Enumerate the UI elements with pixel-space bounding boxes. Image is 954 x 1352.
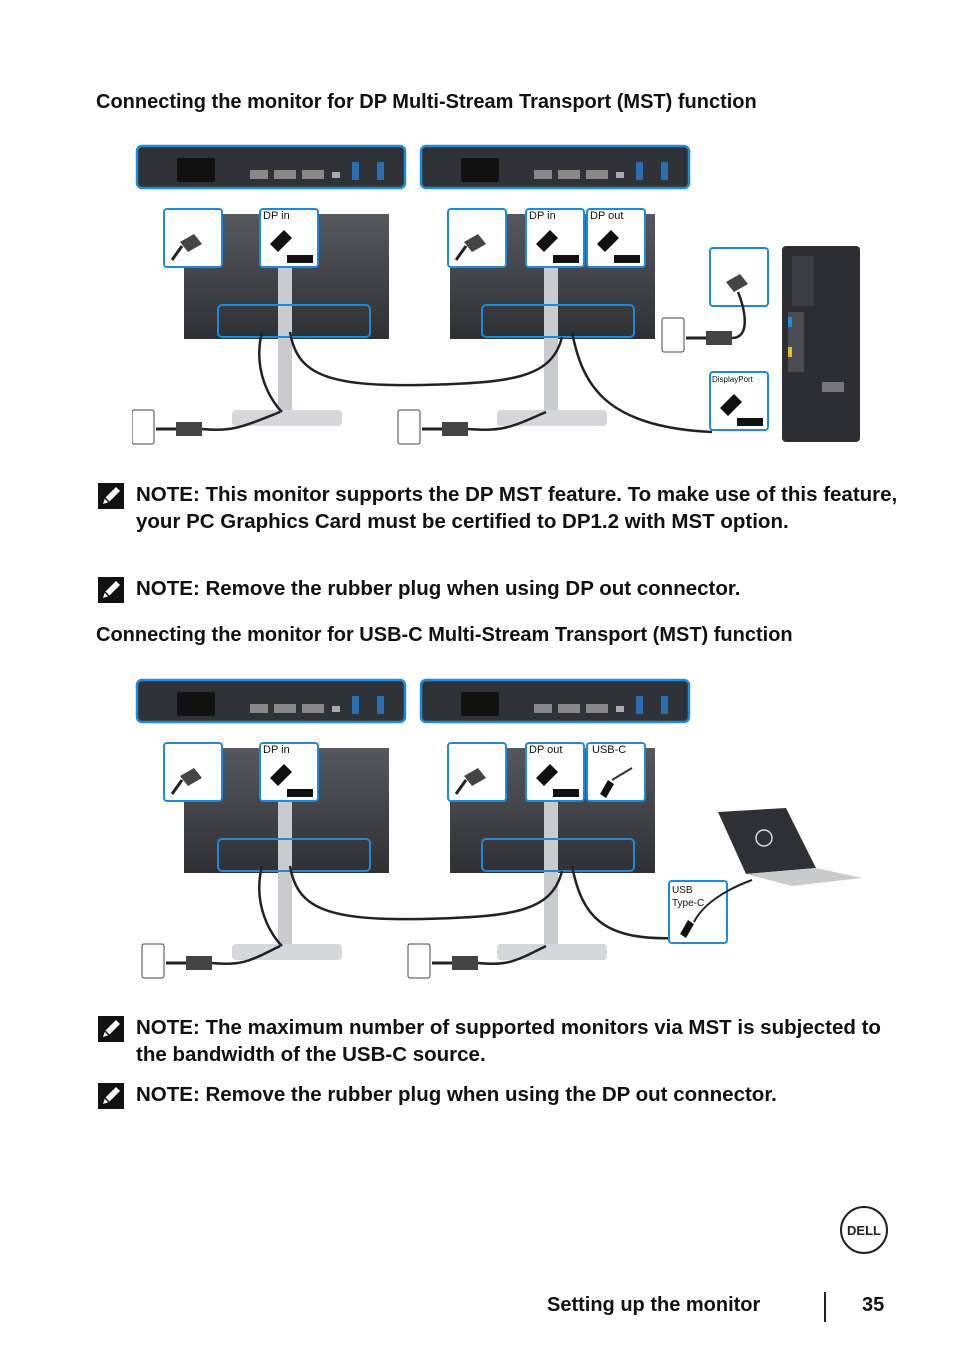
note-text: NOTE: This monitor supports the DP MST f… bbox=[136, 483, 898, 533]
footer-divider bbox=[824, 1292, 826, 1322]
dell-logo-icon: DELL bbox=[840, 1206, 888, 1254]
label-type-c: Type-C bbox=[672, 898, 704, 909]
io-strip-2 bbox=[419, 144, 691, 190]
dp-mst-diagram: DP in DP in DP out DisplayPort bbox=[132, 144, 860, 445]
pencil-note-icon bbox=[98, 577, 124, 603]
pc-tower bbox=[782, 246, 860, 442]
logo-text: DELL bbox=[847, 1223, 881, 1238]
note-rubber-plug-2: NOTE: Remove the rubber plug when using … bbox=[98, 1081, 898, 1109]
note-dp-mst-support: NOTE: This monitor supports the DP MST f… bbox=[98, 481, 898, 535]
label-dp-in: DP in bbox=[263, 744, 290, 756]
note-text: NOTE: Remove the rubber plug when using … bbox=[136, 577, 741, 600]
label-dp-out: DP out bbox=[590, 210, 623, 222]
footer-section-title: Setting up the monitor bbox=[547, 1294, 761, 1316]
io-strip-1 bbox=[135, 144, 407, 190]
note-text: NOTE: Remove the rubber plug when using … bbox=[136, 1083, 777, 1106]
note-text: NOTE: The maximum number of supported mo… bbox=[136, 1016, 881, 1066]
label-displayport: DisplayPort bbox=[712, 375, 754, 384]
note-rubber-plug-1: NOTE: Remove the rubber plug when using … bbox=[98, 575, 898, 603]
label-dp-out: DP out bbox=[529, 744, 562, 756]
pencil-note-icon bbox=[98, 483, 124, 509]
label-usb-c: USB-C bbox=[592, 744, 626, 756]
label-dp-in-2: DP in bbox=[529, 210, 556, 222]
usbc-mst-diagram: DP in DP out USB-C USB Type-C bbox=[135, 678, 862, 979]
section-heading-usbc-mst: Connecting the monitor for USB-C Multi-S… bbox=[96, 624, 793, 646]
io-strip-1 bbox=[135, 678, 407, 724]
section-heading-dp-mst: Connecting the monitor for DP Multi-Stre… bbox=[96, 91, 757, 113]
io-strip-2 bbox=[419, 678, 691, 724]
pencil-note-icon bbox=[98, 1016, 124, 1042]
page-number: 35 bbox=[862, 1294, 885, 1316]
laptop bbox=[718, 808, 862, 886]
pencil-note-icon bbox=[98, 1083, 124, 1109]
label-dp-in-1: DP in bbox=[263, 210, 290, 222]
note-mst-bandwidth: NOTE: The maximum number of supported mo… bbox=[98, 1014, 898, 1068]
label-usb: USB bbox=[672, 885, 693, 896]
